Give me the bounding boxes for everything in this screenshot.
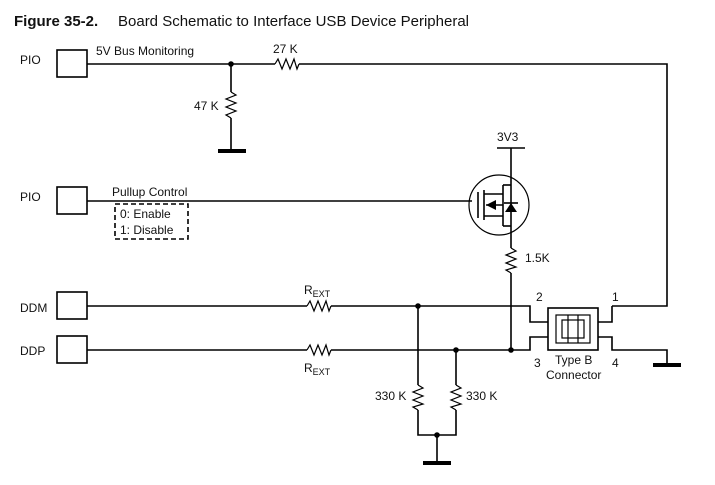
figure-number: Figure 35-2.	[14, 13, 98, 30]
pin-label-ddp: DDP	[20, 344, 45, 358]
resistor-rext-ddp	[306, 343, 332, 357]
resistor-330k-ddm-label: 330 K	[375, 389, 406, 403]
ddp-pin-box	[56, 335, 88, 364]
rext-ddp-label: REXT	[304, 361, 331, 377]
connector-pin-3: 3	[534, 356, 541, 370]
pio-top-pin-box	[56, 49, 88, 78]
bus-monitoring-label: 5V Bus Monitoring	[96, 44, 194, 58]
connector-name-line1: Type B	[555, 353, 592, 367]
pullup-option-enable: 0: Enable	[120, 207, 171, 221]
pin-label-pio-top: PIO	[20, 53, 41, 67]
pmos-transistor	[468, 174, 530, 236]
usb-type-b-connector	[547, 307, 599, 351]
ddm-pin-box	[56, 291, 88, 320]
resistor-330k-ddm	[411, 384, 425, 411]
resistor-330k-ddp	[449, 384, 463, 411]
bus-monitoring-wire	[87, 63, 668, 307]
pulldown-common-wire	[417, 410, 457, 436]
connector-pin-1: 1	[612, 290, 619, 304]
pullup-option-disable: 1: Disable	[120, 223, 174, 237]
resistor-rext-ddm	[306, 299, 332, 313]
ddm-wire-right	[331, 305, 548, 323]
resistor-47k-label: 47 K	[194, 99, 219, 113]
ddp-wire-right	[331, 336, 548, 351]
rext-ddm-label: REXT	[304, 283, 331, 299]
resistor-27k	[274, 57, 300, 71]
pullup-control-label: Pullup Control	[112, 185, 187, 199]
figure-title: Board Schematic to Interface USB Device …	[118, 13, 469, 30]
resistor-1k5-label: 1.5K	[525, 251, 550, 265]
resistor-1k5	[504, 247, 518, 274]
resistor-330k-ddp-label: 330 K	[466, 389, 497, 403]
pin-label-pio-mid: PIO	[20, 190, 41, 204]
pin-label-ddm: DDM	[20, 301, 47, 315]
connector-name-line2: Connector	[546, 368, 601, 382]
connector-pin1-lead	[598, 306, 613, 323]
connector-pin4-lead	[598, 336, 668, 364]
connector-pin-2: 2	[536, 290, 543, 304]
pio-mid-pin-box	[56, 186, 88, 215]
resistor-27k-label: 27 K	[273, 42, 298, 56]
supply-3v3-label: 3V3	[497, 130, 519, 144]
resistor-47k	[224, 91, 238, 119]
pullup-options-box	[114, 203, 189, 240]
connector-pin-4: 4	[612, 356, 619, 370]
